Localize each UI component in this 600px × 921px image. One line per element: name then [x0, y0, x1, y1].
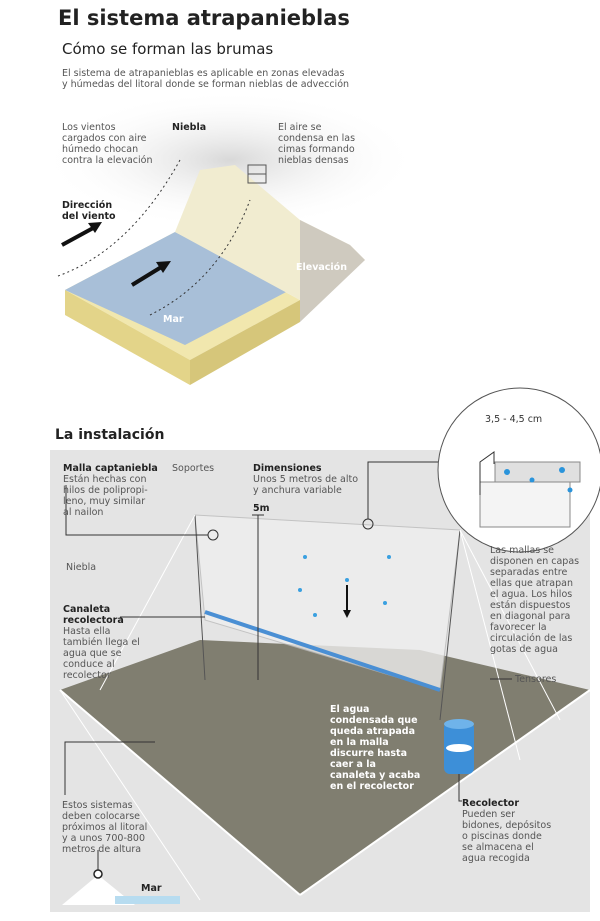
text-line: El aire se	[278, 122, 322, 133]
text-line: ellas que atrapan	[490, 578, 573, 589]
text-line: El sistema de atrapanieblas es aplicable…	[62, 68, 345, 79]
wind-arrow-icon	[61, 222, 102, 247]
sea-strip	[115, 896, 180, 904]
label-sea: Mar	[163, 314, 184, 325]
text-line: Unos 5 metros de alto	[253, 474, 359, 485]
text-line: cimas formando	[278, 144, 355, 155]
section-heading-formation: Cómo se forman las brumas	[62, 40, 274, 58]
text-line: metros de altura	[62, 844, 142, 855]
wind-arrow-icon	[130, 261, 171, 287]
label-supports: Soportes	[172, 463, 215, 474]
section-description: El sistema de atrapanieblas es aplicable…	[62, 68, 349, 90]
text-line: Pueden ser	[462, 809, 516, 820]
text-line: contra la elevación	[62, 155, 153, 166]
text-line: leno, muy similar	[63, 496, 146, 507]
text-line: Dirección	[62, 200, 113, 211]
support-pole	[439, 529, 461, 721]
collector-barrel	[444, 719, 474, 774]
text-line: El agua	[330, 704, 370, 715]
text-line: en la malla	[330, 737, 389, 748]
text-line: recolector	[63, 670, 111, 681]
fog-cloud	[40, 90, 420, 230]
label-installation-fog: Niebla	[66, 562, 97, 573]
text-line: hilos de polipropi-	[63, 485, 148, 496]
text-line: al nailon	[63, 507, 104, 518]
text-line: y a unos 700-800	[62, 833, 145, 844]
text-line: disponen en capas	[490, 556, 580, 567]
text-line: y anchura variable	[253, 485, 342, 496]
text-line: caer a la	[330, 759, 376, 770]
section-heading-installation: La instalación	[55, 427, 165, 443]
label-fog: Niebla	[172, 122, 207, 133]
text-line: agua recogida	[462, 853, 530, 864]
text-line: bidones, depósitos	[462, 820, 552, 831]
text-line: canaleta y acaba	[330, 770, 421, 781]
text-line: Las mallas se	[490, 545, 555, 556]
label-elevation: Elevación	[296, 262, 347, 273]
text-line: conduce al	[63, 659, 115, 670]
text-line: Malla captaniebla	[63, 463, 158, 474]
text-line: y húmedas del litoral donde se forman ni…	[62, 79, 350, 90]
sea	[65, 232, 290, 345]
text-line: deben colocarse	[62, 811, 141, 822]
text-line: discurre hasta	[330, 748, 408, 759]
text-line: del viento	[62, 211, 116, 222]
text-line: favorecer la	[490, 622, 547, 633]
text-line: queda atrapada	[330, 726, 415, 737]
label-height: 5m	[253, 503, 270, 514]
mesh-detail-magnifier	[437, 387, 600, 553]
text-line: cargados con aire	[62, 133, 147, 144]
text-line: el agua. Los hilos	[490, 589, 573, 600]
text-line: agua que se	[63, 648, 122, 659]
text-line: circulación de las	[490, 633, 573, 644]
text-line: Estos sistemas	[62, 800, 133, 811]
collector-gutter	[204, 610, 441, 692]
text-line: Dimensiones	[253, 463, 322, 474]
text-line: Hasta ella	[63, 626, 111, 637]
text-line: Están hechas con	[63, 474, 147, 485]
text-line: húmedo chocan	[62, 144, 139, 155]
text-line: condensada que	[330, 715, 418, 726]
text-line: recolectora	[63, 615, 124, 626]
fog-net-icon	[247, 164, 267, 184]
text-line: también llega el	[63, 637, 140, 648]
label-mini-sea: Mar	[141, 883, 162, 894]
label-mesh-spacing: 3,5 - 4,5 cm	[485, 414, 543, 425]
support-pole	[194, 514, 206, 681]
page-title: El sistema atrapanieblas	[58, 6, 350, 30]
text-line: Recolector	[462, 798, 519, 809]
text-line: gotas de agua	[490, 644, 558, 655]
text-line: próximos al litoral	[62, 822, 148, 833]
text-line: nieblas densas	[278, 155, 349, 166]
text-line: o piscinas donde	[462, 831, 542, 842]
water-drops	[298, 555, 391, 617]
text-line: en diagonal para	[490, 611, 571, 622]
tensor-line	[459, 529, 521, 761]
text-line: condensa en las	[278, 133, 356, 144]
elevation-side	[300, 220, 365, 322]
drop-arrow-icon	[343, 585, 351, 618]
text-line: Canaleta	[63, 604, 111, 615]
text-line: se almacena el	[462, 842, 534, 853]
text-line: Los vientos	[62, 122, 116, 133]
label-tensors: Tensores	[515, 674, 557, 685]
location-marker-icon	[93, 869, 103, 879]
ground-terrain	[60, 640, 590, 895]
text-line: en el recolector	[330, 781, 414, 792]
text-line: separadas entre	[490, 567, 568, 578]
text-line: están dispuestos	[490, 600, 571, 611]
